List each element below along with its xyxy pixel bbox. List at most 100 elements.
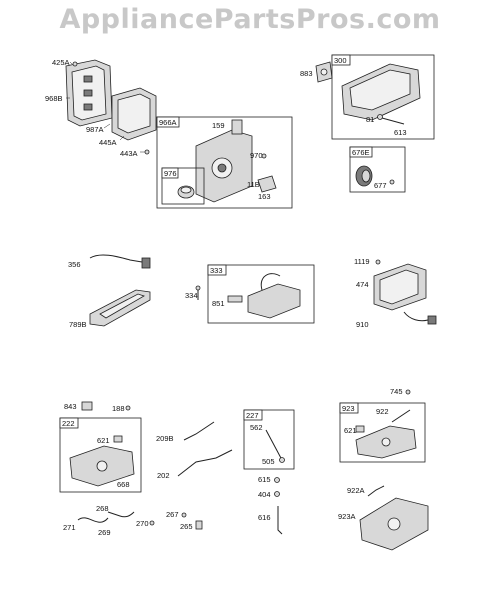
label-851: 851 — [212, 299, 225, 308]
label-300: 300 — [334, 56, 347, 65]
part-621b[interactable] — [355, 425, 365, 433]
spring-922a-part[interactable] — [367, 485, 385, 497]
spark-arrestor-part[interactable] — [355, 165, 373, 187]
label-443A: 443A — [120, 149, 138, 158]
control-bracket-668-part[interactable] — [69, 445, 135, 487]
label-404: 404 — [258, 490, 271, 499]
screw-677-part[interactable] — [389, 179, 395, 185]
cable-268-part[interactable] — [107, 511, 135, 518]
part-621a[interactable] — [113, 435, 123, 443]
group-box-676e — [349, 146, 406, 193]
label-923: 923 — [342, 404, 355, 413]
clip-843-part[interactable] — [81, 401, 93, 411]
washer-615-part[interactable] — [274, 477, 280, 483]
label-668: 668 — [117, 480, 130, 489]
terminal-851-part[interactable] — [227, 295, 243, 303]
label-163: 163 — [258, 192, 271, 201]
spring-922-part[interactable] — [391, 409, 411, 423]
label-968B: 968B — [45, 94, 63, 103]
label-209B: 209B — [156, 434, 174, 443]
spring-209b-part[interactable] — [183, 421, 215, 441]
label-883: 883 — [300, 69, 313, 78]
cylinder-head-474-part[interactable] — [373, 263, 427, 311]
screw-1119-part[interactable] — [375, 259, 381, 265]
group-box-976 — [161, 167, 205, 205]
label-270: 270 — [136, 519, 149, 528]
bracket-789b-part[interactable] — [89, 289, 151, 327]
screw-970-part[interactable] — [261, 153, 267, 159]
control-bracket-923a-part[interactable] — [359, 497, 429, 551]
label-333: 333 — [210, 266, 223, 275]
label-745: 745 — [390, 387, 403, 396]
control-plate-923-part[interactable] — [355, 425, 417, 459]
filter-976-part[interactable] — [177, 185, 195, 199]
screw-425a-part[interactable] — [72, 61, 78, 67]
muffler-part[interactable] — [341, 63, 421, 121]
link-202-part[interactable] — [177, 449, 233, 477]
gasket-883-part[interactable] — [315, 61, 333, 83]
label-1119: 1119 — [354, 257, 370, 266]
spring-271-part[interactable] — [77, 517, 109, 523]
label-616: 616 — [258, 513, 271, 522]
watermark: AppliancePartsPros.com — [59, 4, 441, 35]
group-box-227 — [243, 409, 295, 470]
label-188: 188 — [112, 404, 125, 413]
label-562: 562 — [250, 423, 263, 432]
label-615: 615 — [258, 475, 271, 484]
part-265[interactable] — [195, 520, 203, 530]
label-789B: 789B — [69, 320, 87, 329]
label-356: 356 — [68, 260, 81, 269]
group-box-333 — [207, 264, 315, 324]
label-922A: 922A — [347, 486, 365, 495]
label-621a: 621 — [97, 436, 110, 445]
label-970: 970 — [250, 151, 263, 160]
label-81: 81 — [366, 115, 374, 124]
label-987A: 987A — [86, 125, 104, 134]
governor-shaft-part[interactable] — [265, 429, 285, 463]
air-cleaner-base-part[interactable] — [65, 59, 113, 127]
air-filter-part[interactable] — [111, 87, 157, 141]
label-265: 265 — [180, 522, 193, 531]
label-976: 976 — [164, 169, 177, 178]
group-box-300 — [331, 54, 435, 140]
screw-443a-part[interactable] — [144, 149, 150, 155]
label-613: 613 — [394, 128, 407, 137]
label-271: 271 — [63, 523, 76, 532]
group-box-923 — [339, 402, 426, 463]
gasket-163-part[interactable] — [257, 175, 277, 193]
label-843: 843 — [64, 402, 77, 411]
label-677: 677 — [374, 181, 387, 190]
group-box-222 — [59, 417, 142, 493]
label-268: 268 — [96, 504, 109, 513]
label-505: 505 — [262, 457, 275, 466]
screw-188-part[interactable] — [125, 405, 131, 411]
wire-356-part[interactable] — [89, 254, 151, 269]
carburetor-adapter-part[interactable] — [195, 119, 253, 203]
nut-404-part[interactable] — [274, 491, 280, 497]
label-222: 222 — [62, 419, 75, 428]
crank-616-part[interactable] — [277, 506, 283, 535]
label-269: 269 — [98, 528, 111, 537]
label-966A: 966A — [159, 118, 177, 127]
label-202: 202 — [157, 471, 170, 480]
screw-267-part[interactable] — [181, 512, 187, 518]
label-474: 474 — [356, 280, 369, 289]
label-445A: 445A — [99, 138, 117, 147]
wire-910-part[interactable] — [403, 311, 437, 325]
bolt-613-part[interactable] — [377, 114, 405, 125]
label-334: 334 — [185, 291, 198, 300]
label-923A: 923A — [338, 512, 356, 521]
group-box-966a — [156, 116, 293, 209]
screw-270-part[interactable] — [149, 520, 155, 526]
label-159: 159 — [212, 121, 225, 130]
label-922: 922 — [376, 407, 389, 416]
bolt-334-part[interactable] — [195, 285, 201, 300]
screw-745-part[interactable] — [405, 389, 411, 395]
label-910: 910 — [356, 320, 369, 329]
label-227: 227 — [246, 411, 259, 420]
label-11B: 11B — [247, 180, 260, 189]
label-676E: 676E — [352, 148, 370, 157]
armature-part[interactable] — [247, 273, 301, 319]
label-267: 267 — [166, 510, 179, 519]
